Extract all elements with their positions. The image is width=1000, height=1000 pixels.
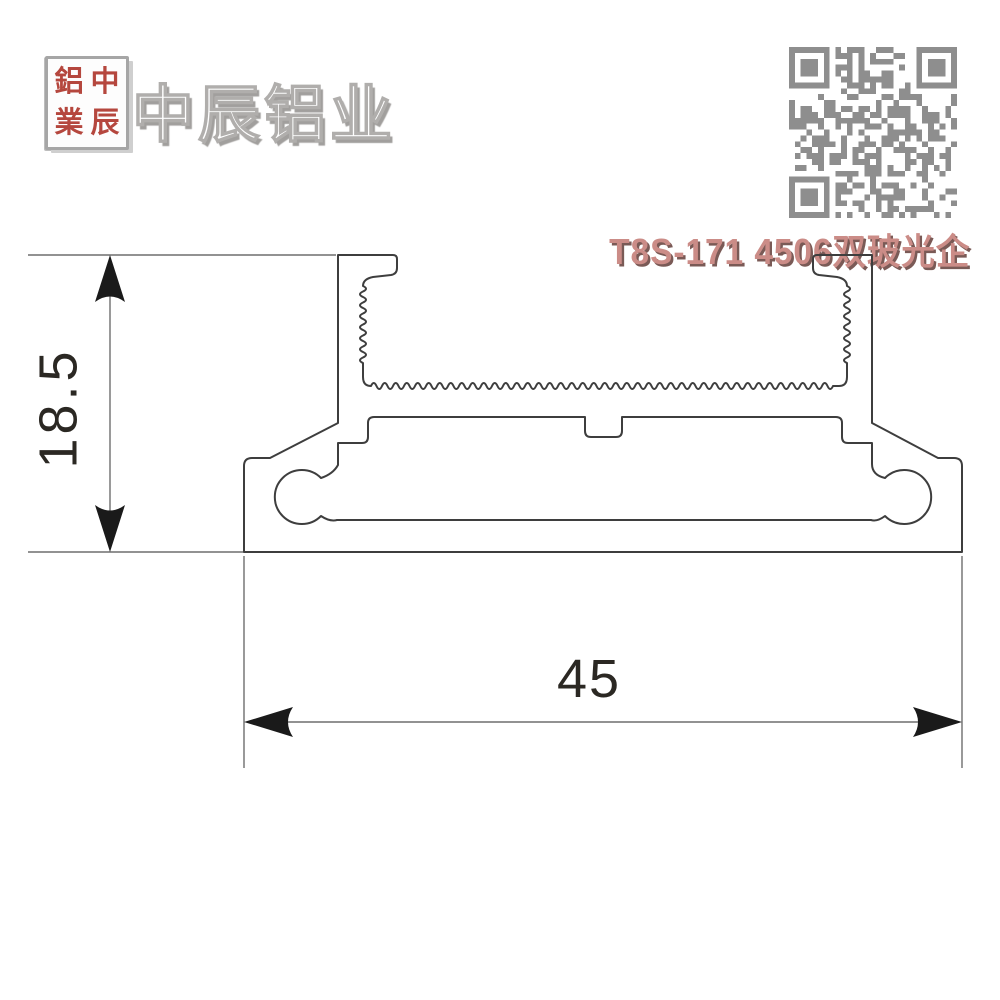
height-dimension-label: 18.5 <box>28 347 88 468</box>
seal-character: 辰 <box>90 107 120 139</box>
company-seal: 鋁 中 業 辰 <box>45 56 129 150</box>
company-name: 中辰铝业 <box>131 80 397 151</box>
width-dimension-label: 45 <box>557 649 621 709</box>
arrowhead-down <box>95 505 125 552</box>
arrowhead-left <box>244 707 293 737</box>
seal-character: 中 <box>90 66 120 98</box>
seal-character: 業 <box>54 107 84 139</box>
dimension-lines <box>28 254 963 768</box>
arrowhead-up <box>95 255 125 302</box>
profile-outline <box>243 254 963 553</box>
qr-code <box>789 47 957 218</box>
product-code: T8S-171 4506双玻光企 <box>609 231 970 272</box>
profile-cavity-outline <box>273 416 933 525</box>
seal-character: 鋁 <box>54 66 84 98</box>
arrowhead-right <box>913 707 962 737</box>
arrowheads <box>95 255 962 737</box>
